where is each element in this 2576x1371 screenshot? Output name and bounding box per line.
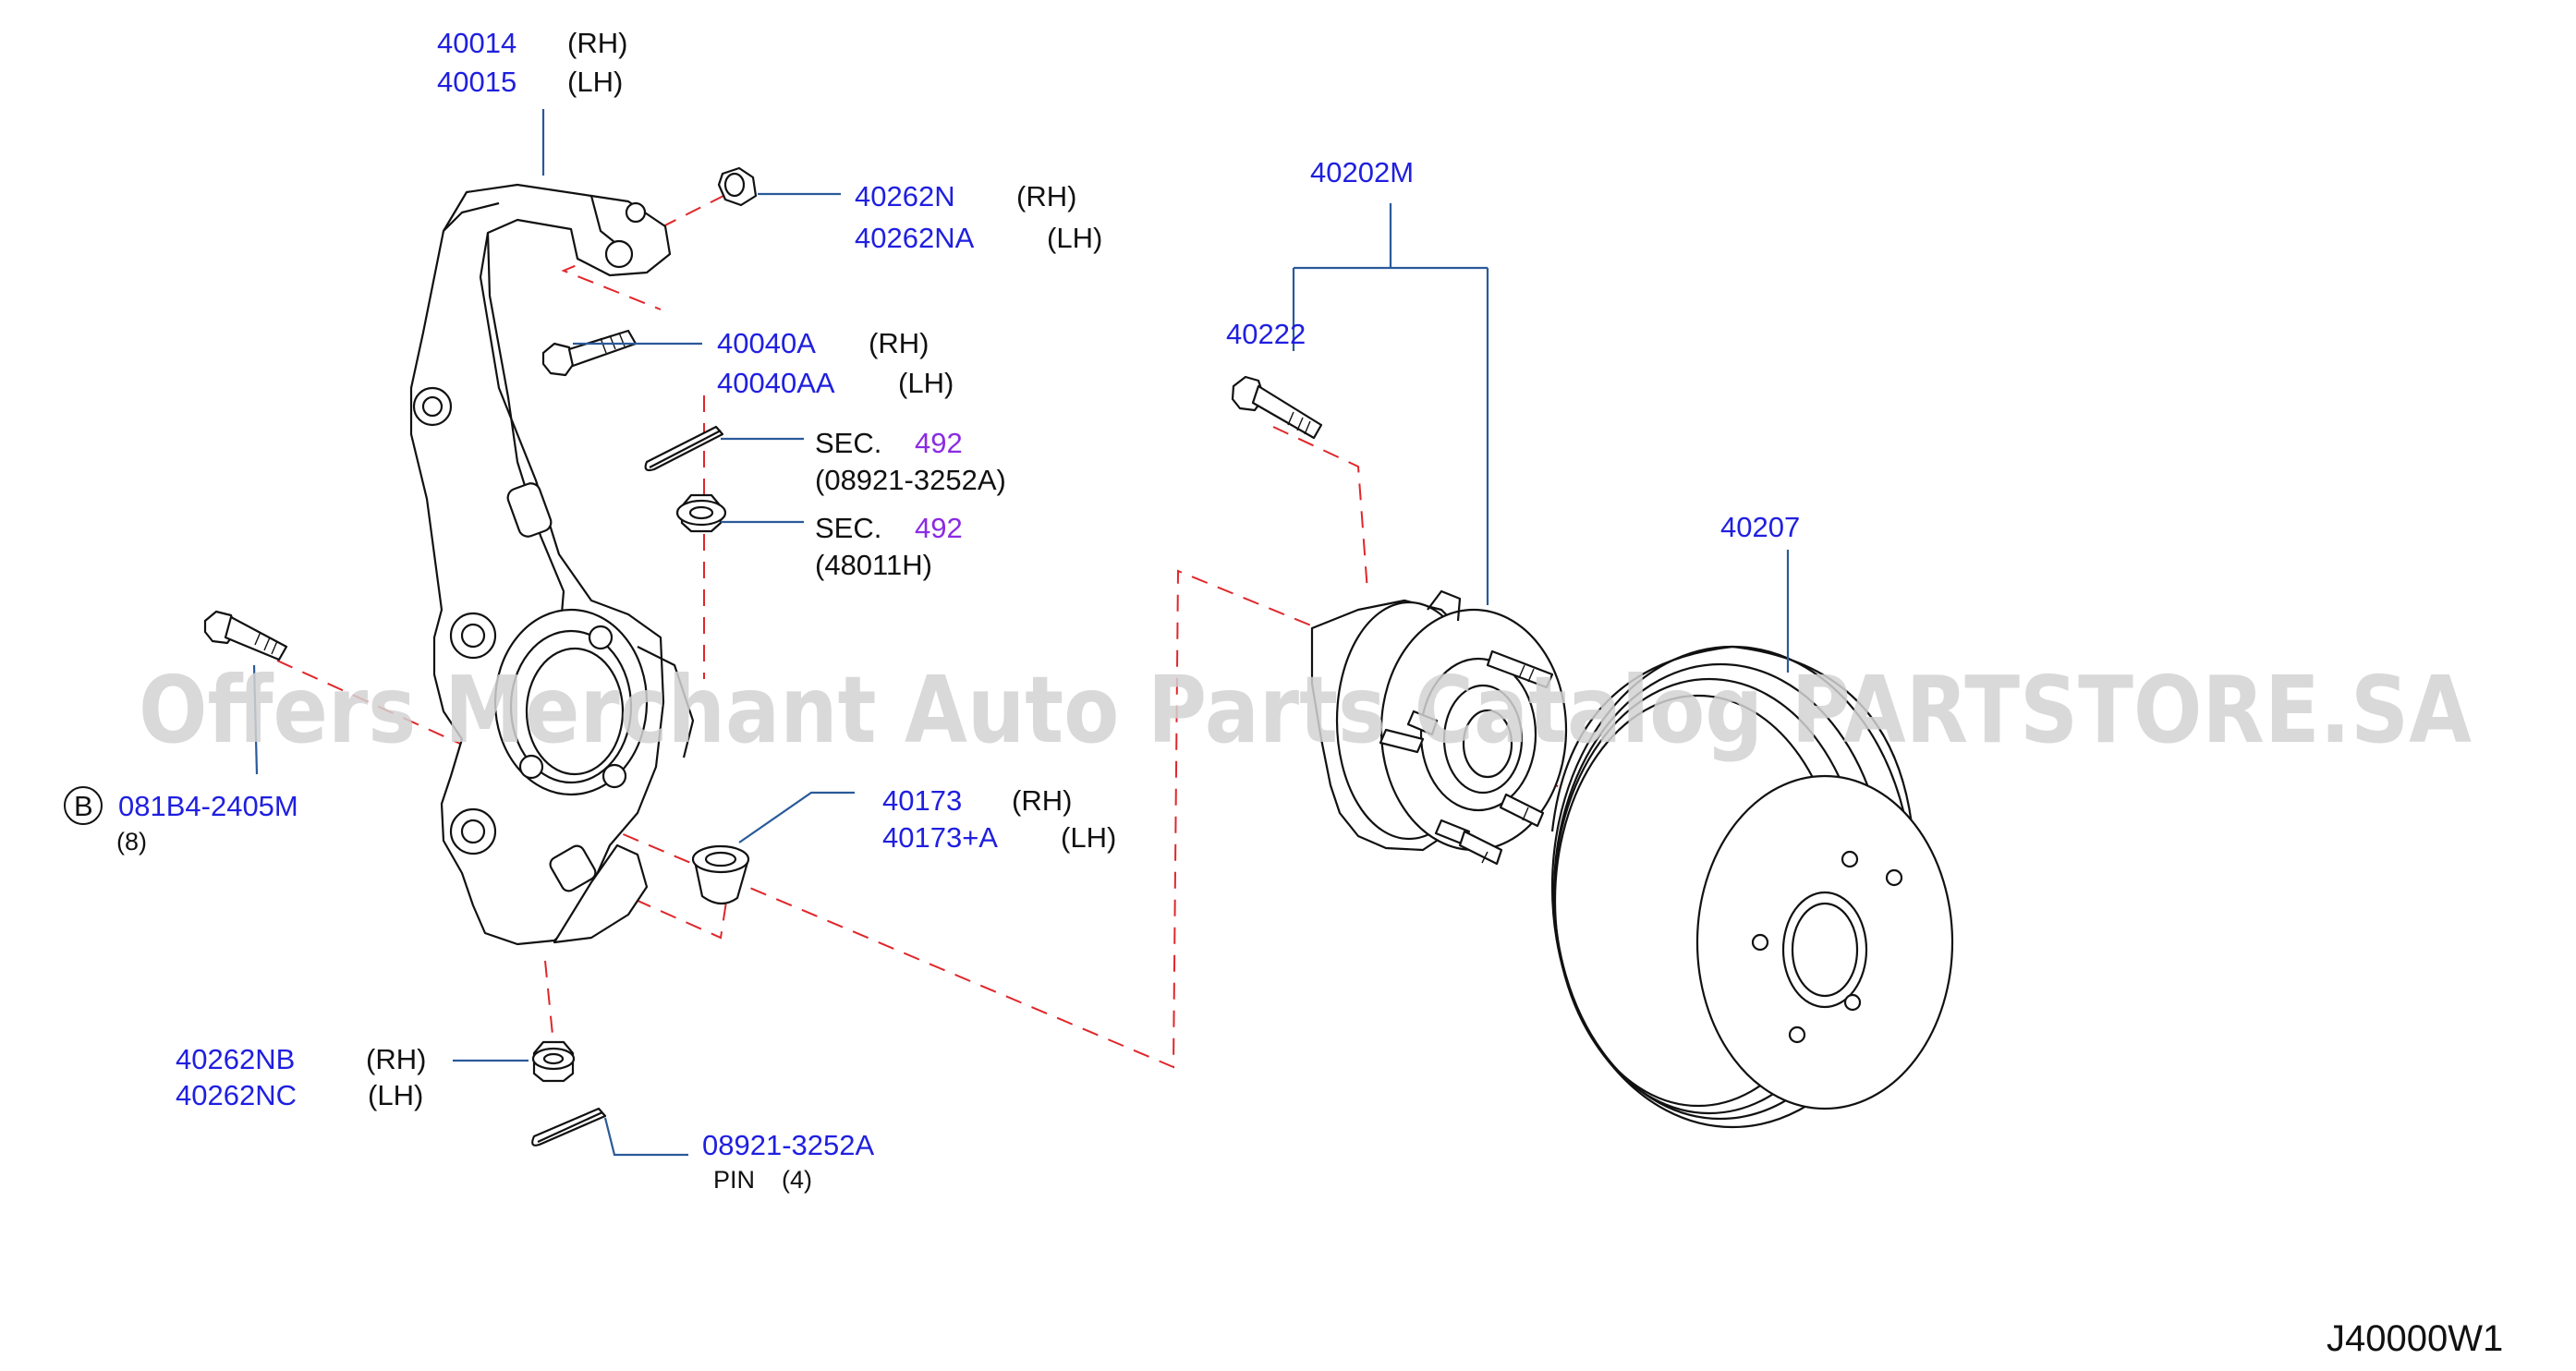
top-nut-lh-side: (LH) bbox=[1047, 222, 1102, 254]
hub-studs bbox=[1379, 649, 1554, 866]
bottom-nut-rh-part[interactable]: 40262NB bbox=[176, 1043, 295, 1075]
rotor-part[interactable]: 40207 bbox=[1720, 511, 1800, 543]
top-nut-lh-part[interactable]: 40262NA bbox=[855, 222, 975, 254]
b-circle-letter: B bbox=[74, 790, 93, 822]
bushing-rh-side: (RH) bbox=[1012, 784, 1072, 817]
cotter-sec-number[interactable]: 492 bbox=[915, 427, 963, 459]
bolt-lh-side: (LH) bbox=[898, 367, 954, 399]
hub-bolt-part[interactable]: 40222 bbox=[1226, 318, 1306, 350]
nut-sec-sub: (48011H) bbox=[815, 549, 932, 581]
brake-rotor[interactable] bbox=[1550, 645, 1954, 1129]
top-nut-rh-part[interactable]: 40262N bbox=[855, 180, 955, 212]
hub-assy-part[interactable]: 40202M bbox=[1310, 156, 1414, 188]
bottom-nut-lh-part[interactable]: 40262NC bbox=[176, 1079, 297, 1111]
ball-joint-nut[interactable] bbox=[675, 493, 727, 533]
bottom-nut-rh-side: (RH) bbox=[366, 1043, 426, 1075]
b-bolt-part[interactable]: 081B4-2405M bbox=[118, 790, 298, 822]
bushing-lh-part[interactable]: 40173+A bbox=[882, 821, 998, 854]
diagram-code: J40000W1 bbox=[2327, 1318, 2503, 1359]
bottom-nut-lh-side: (LH) bbox=[368, 1079, 423, 1111]
pin-name: PIN bbox=[713, 1166, 755, 1194]
b-bolt-qty: (8) bbox=[116, 828, 147, 855]
bolt-rh-part[interactable]: 40040A bbox=[717, 327, 816, 359]
bushing-rh-part[interactable]: 40173 bbox=[882, 784, 962, 817]
hub-assembly[interactable] bbox=[1310, 589, 1568, 866]
bushing-lh-side: (LH) bbox=[1061, 821, 1116, 854]
leader-lines bbox=[252, 109, 1790, 1157]
cotter-sec-label: SEC. bbox=[815, 427, 881, 459]
pin-qty: (4) bbox=[782, 1166, 812, 1194]
steering-knuckle[interactable] bbox=[409, 183, 695, 946]
pin-part[interactable]: 08921-3252A bbox=[702, 1129, 874, 1161]
b-bolt[interactable] bbox=[203, 610, 288, 661]
nut-sec-number[interactable]: 492 bbox=[915, 512, 963, 544]
bolt-lh-part[interactable]: 40040AA bbox=[717, 367, 835, 399]
b-circle-icon bbox=[64, 786, 103, 825]
knuckle-lh-side: (LH) bbox=[567, 66, 623, 98]
part-labels: 40014 (RH) 40015 (LH) 40262N (RH) 40262N… bbox=[64, 27, 1800, 1194]
hub-bolt[interactable] bbox=[1231, 375, 1323, 440]
top-nut-rh-side: (RH) bbox=[1016, 180, 1076, 212]
knuckle-rh-side: (RH) bbox=[567, 27, 627, 59]
bottom-nut[interactable] bbox=[531, 1040, 576, 1083]
nut-sec-label: SEC. bbox=[815, 512, 881, 544]
top-nut[interactable] bbox=[717, 166, 758, 207]
bolt-rh-side: (RH) bbox=[869, 327, 929, 359]
bushing[interactable] bbox=[691, 844, 750, 905]
knuckle-bolt[interactable] bbox=[541, 329, 638, 377]
cotter-sec-sub: (08921-3252A) bbox=[815, 464, 1006, 496]
cotter-pin-lower[interactable] bbox=[531, 1107, 607, 1147]
knuckle-lh-part[interactable]: 40015 bbox=[437, 66, 516, 98]
cotter-pin-upper[interactable] bbox=[644, 425, 724, 472]
knuckle-rh-part[interactable]: 40014 bbox=[437, 27, 516, 59]
watermark: Offers Merchant Auto Parts Catalog PARTS… bbox=[139, 656, 2472, 764]
